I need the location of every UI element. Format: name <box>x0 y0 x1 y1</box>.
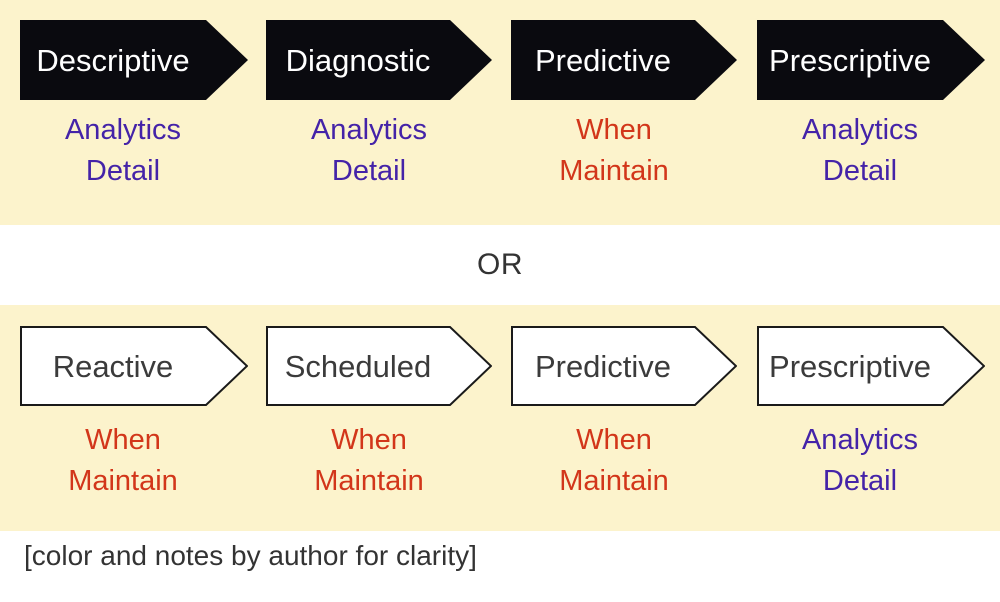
chevron-shape <box>20 20 248 100</box>
top-note-predictive: When Maintain <box>511 110 717 192</box>
top-note-diagnostic: Analytics Detail <box>266 110 472 192</box>
note-line-2: Maintain <box>314 465 424 498</box>
divider-or-text: OR <box>477 248 523 281</box>
bottom-chevron-scheduled[interactable]: Scheduled <box>266 326 492 406</box>
bottom-note-reactive: When Maintain <box>20 420 226 502</box>
top-chevron-diagnostic[interactable]: Diagnostic <box>266 20 492 100</box>
chevron-label: Reactive <box>52 348 174 384</box>
note-line-1: Analytics <box>64 114 182 146</box>
note-line-2: Detail <box>822 155 898 188</box>
top-chevron-prescriptive[interactable]: Prescriptive <box>757 20 985 100</box>
bottom-chevron-reactive[interactable]: Reactive <box>20 326 248 406</box>
top-note-prescriptive: Analytics Detail <box>757 110 963 192</box>
bottom-note-prescriptive: Analytics Detail <box>757 420 963 502</box>
caption-background-band <box>0 531 1000 602</box>
note-line-1: When <box>331 424 407 456</box>
bottom-note-predictive: When Maintain <box>511 420 717 502</box>
note-line-2: Maintain <box>559 465 669 498</box>
chevron-label: Prescriptive <box>769 42 931 78</box>
chevron-shape <box>266 20 492 100</box>
note-line-1: Analytics <box>310 114 428 146</box>
note-line-2: Detail <box>822 465 898 498</box>
note-line-2: Maintain <box>559 155 669 188</box>
top-chevron-predictive[interactable]: Predictive <box>511 20 737 100</box>
note-line-1: When <box>85 424 161 456</box>
chevron-label: Predictive <box>534 348 672 384</box>
bottom-chevron-predictive[interactable]: Predictive <box>511 326 737 406</box>
note-line-2: Detail <box>331 155 407 188</box>
chevron-shape <box>757 20 985 100</box>
note-line-1: When <box>576 114 652 146</box>
note-line-1: When <box>576 424 652 456</box>
chevron-shape <box>511 20 737 100</box>
note-line-1: Analytics <box>801 114 919 146</box>
note-line-1: Analytics <box>801 424 919 456</box>
figure-caption: [color and notes by author for clarity] <box>24 540 477 571</box>
chevron-label: Descriptive <box>36 42 190 78</box>
top-note-descriptive: Analytics Detail <box>20 110 226 192</box>
note-line-2: Detail <box>85 155 161 188</box>
bottom-note-scheduled: When Maintain <box>266 420 472 502</box>
divider-background-band <box>0 225 1000 305</box>
note-line-2: Maintain <box>68 465 178 498</box>
chevron-label: Prescriptive <box>769 348 931 384</box>
divider-or-label: OR <box>0 225 1000 305</box>
chevron-label: Diagnostic <box>285 42 431 78</box>
chevron-label: Scheduled <box>284 348 432 384</box>
chevron-label: Predictive <box>534 42 672 78</box>
top-chevron-descriptive[interactable]: Descriptive <box>20 20 248 100</box>
bottom-chevron-prescriptive[interactable]: Prescriptive <box>757 326 985 406</box>
